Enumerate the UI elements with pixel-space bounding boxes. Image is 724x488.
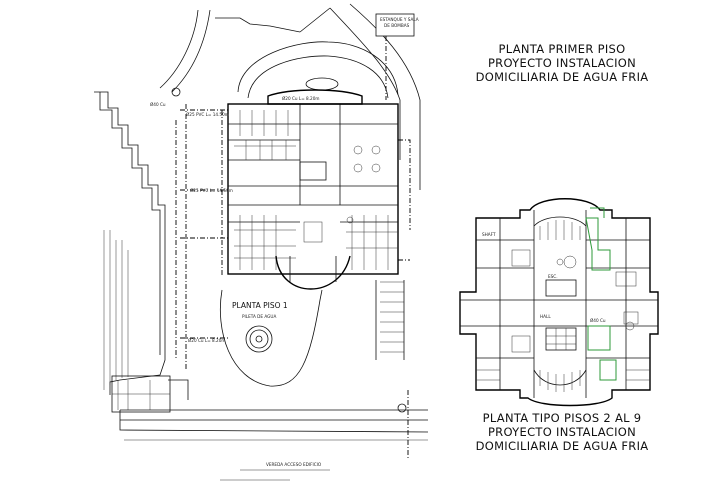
shaft-label: SHAFT	[482, 232, 496, 237]
rise-label-2: Ø40 Cu	[590, 318, 606, 323]
title1-line2: PROYECTO INSTALACION	[488, 56, 636, 70]
pipe-note-4: Ø20 Cu L= 8.20m	[188, 338, 225, 343]
title-block-2: PLANTA TIPO PISOS 2 AL 9 PROYECTO INSTAL…	[476, 411, 649, 453]
valve-icon	[397, 403, 407, 413]
pipe-note-1: Ø25 PVC L= 14.50m	[186, 112, 229, 117]
tank-label-line1: ESTANQUE Y SALA	[380, 17, 419, 22]
rise-note: Ø40 Cu	[150, 102, 166, 107]
title1-line3: DOMICILIARIA DE AGUA FRIA	[476, 70, 649, 84]
title2-line2: PROYECTO INSTALACION	[488, 425, 636, 439]
fountain-outer	[245, 325, 273, 353]
building-footprint	[227, 103, 399, 275]
street-note: VEREDA ACCESO EDIFICIO	[266, 462, 322, 467]
meter-icon	[171, 87, 181, 97]
title-block-1: PLANTA PRIMER PISO PROYECTO INSTALACION …	[476, 42, 649, 84]
typical-floor-plan: SHAFT HALL ESC. Ø40 Cu	[459, 198, 659, 407]
title2-line1: PLANTA TIPO PISOS 2 AL 9	[483, 411, 642, 425]
tank-label-line2: DE BOMBAS	[384, 23, 410, 28]
pump-room-box	[375, 13, 415, 37]
hall-label: HALL	[540, 314, 551, 319]
plaza-title: PLANTA PISO 1	[232, 301, 288, 310]
elevator-core	[545, 279, 577, 297]
plaza-sub: PILETA DE AGUA	[242, 314, 276, 319]
pipe-note-3: Ø25 PVC L= 14.50m	[190, 188, 233, 193]
pipe-note-2: Ø20 Cu L= 8.20m	[282, 96, 319, 101]
title1-line1: PLANTA PRIMER PISO	[499, 42, 626, 56]
stair-label: ESC.	[548, 274, 558, 279]
title2-line3: DOMICILIARIA DE AGUA FRIA	[476, 439, 649, 453]
first-floor-plan: ESTANQUE Y SALA DE BOMBAS Ø25 PVC L= 14.…	[94, 3, 429, 481]
